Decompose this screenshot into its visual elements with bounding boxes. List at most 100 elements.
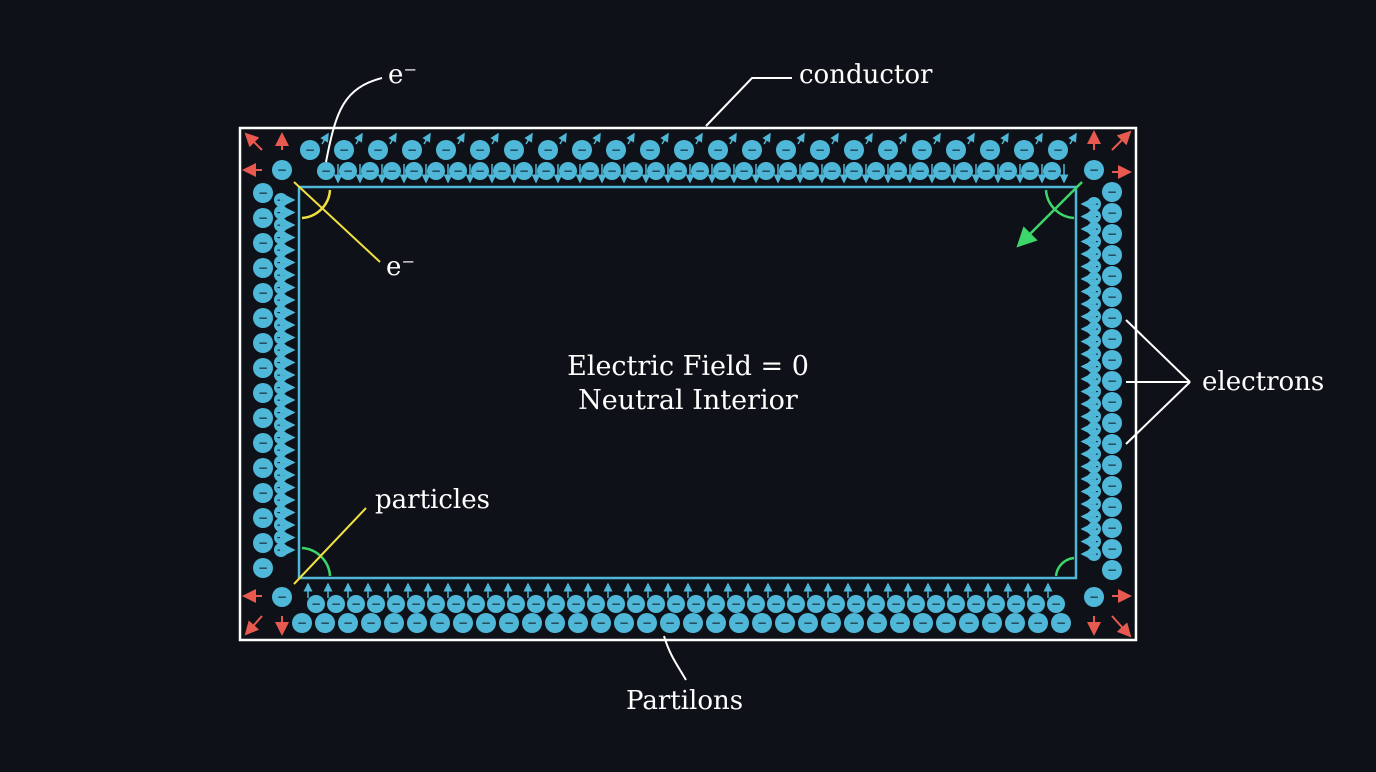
- electron-circle-icon: −: [907, 595, 925, 613]
- field-arrow-icon: [388, 132, 397, 145]
- electron-circle-icon: −: [387, 595, 405, 613]
- svg-text:−: −: [258, 236, 268, 250]
- electron-circle-icon: −: [867, 595, 885, 613]
- svg-text:−: −: [1107, 248, 1117, 262]
- svg-text:−: −: [827, 164, 837, 178]
- electron-circle-icon: −: [547, 595, 565, 613]
- electron-circle-icon: −: [407, 595, 425, 613]
- svg-text:−: −: [1089, 590, 1099, 604]
- leader-electron-top: [325, 77, 383, 163]
- electron-circle-icon: −: [637, 613, 657, 633]
- svg-text:−: −: [751, 597, 761, 611]
- electron-circle-icon: −: [1102, 224, 1122, 244]
- electron-circle-icon: −: [946, 140, 966, 160]
- svg-text:−: −: [665, 616, 675, 630]
- svg-text:−: −: [577, 143, 587, 157]
- electron-circle-icon: −: [253, 258, 273, 278]
- electron-circle-icon: −: [752, 613, 772, 633]
- svg-text:−: −: [409, 164, 419, 178]
- electron-circle-icon: −: [889, 162, 907, 180]
- svg-text:−: −: [679, 143, 689, 157]
- svg-text:−: −: [258, 386, 268, 400]
- electron-circle-icon: −: [647, 162, 665, 180]
- svg-text:−: −: [731, 597, 741, 611]
- electron-circle-icon: −: [572, 140, 592, 160]
- svg-text:−: −: [917, 143, 927, 157]
- electron-circle-icon: −: [367, 595, 385, 613]
- electron-circle-icon: −: [603, 162, 621, 180]
- label-conductor: conductor: [799, 60, 933, 90]
- electron-circle-icon: −: [527, 595, 545, 613]
- svg-text:−: −: [883, 143, 893, 157]
- svg-text:−: −: [871, 164, 881, 178]
- svg-text:−: −: [1025, 164, 1035, 178]
- electron-circle-icon: −: [1102, 245, 1122, 265]
- electron-circle-icon: −: [980, 140, 1000, 160]
- electron-circle-icon: −: [315, 613, 335, 633]
- svg-text:−: −: [1107, 290, 1117, 304]
- field-arrow-icon: [1000, 132, 1009, 145]
- interior-state: Neutral Interior: [578, 385, 798, 416]
- svg-text:−: −: [895, 616, 905, 630]
- label-partilons: Partilons: [626, 686, 744, 716]
- electron-circle-icon: −: [253, 508, 273, 528]
- electron-circle-icon: −: [427, 595, 445, 613]
- svg-text:−: −: [451, 597, 461, 611]
- svg-text:−: −: [321, 164, 331, 178]
- svg-text:−: −: [619, 616, 629, 630]
- electron-circle-icon: −: [999, 162, 1017, 180]
- svg-text:−: −: [918, 616, 928, 630]
- electron-circle-icon: −: [405, 162, 423, 180]
- electron-circle-icon: −: [253, 558, 273, 578]
- electron-circle-icon: −: [1102, 455, 1122, 475]
- svg-text:−: −: [527, 616, 537, 630]
- svg-text:−: −: [851, 597, 861, 611]
- electron-circle-icon: −: [384, 613, 404, 633]
- svg-text:−: −: [411, 597, 421, 611]
- electron-circle-icon: −: [499, 613, 519, 633]
- electron-circle-icon: −: [707, 595, 725, 613]
- electron-circle-icon: −: [1043, 162, 1061, 180]
- svg-text:−: −: [297, 616, 307, 630]
- electron-circle-icon: −: [1102, 329, 1122, 349]
- electron-circle-icon: −: [567, 595, 585, 613]
- svg-text:−: −: [431, 597, 441, 611]
- svg-text:−: −: [258, 311, 268, 325]
- svg-text:−: −: [671, 597, 681, 611]
- svg-text:−: −: [611, 597, 621, 611]
- svg-text:−: −: [331, 597, 341, 611]
- svg-text:−: −: [1051, 597, 1061, 611]
- electron-circle-icon: −: [449, 162, 467, 180]
- svg-text:−: −: [1107, 206, 1117, 220]
- svg-text:−: −: [629, 164, 639, 178]
- electron-circle-icon: −: [1027, 595, 1045, 613]
- electron-circle-icon: −: [727, 595, 745, 613]
- svg-text:−: −: [365, 164, 375, 178]
- svg-text:−: −: [258, 436, 268, 450]
- electron-circle-icon: −: [1014, 140, 1034, 160]
- electron-circle-icon: −: [890, 613, 910, 633]
- electron-circle-icon: −: [1048, 140, 1068, 160]
- electron-circle-icon: −: [253, 333, 273, 353]
- svg-text:−: −: [783, 164, 793, 178]
- svg-text:−: −: [1107, 311, 1117, 325]
- electron-circle-icon: −: [674, 140, 694, 160]
- electron-circle-icon: −: [1102, 308, 1122, 328]
- electron-circle-icon: −: [334, 140, 354, 160]
- svg-text:−: −: [831, 597, 841, 611]
- electron-circle-icon: −: [1102, 182, 1122, 202]
- svg-text:−: −: [747, 143, 757, 157]
- svg-text:−: −: [277, 590, 287, 604]
- svg-text:−: −: [1107, 395, 1117, 409]
- svg-text:−: −: [915, 164, 925, 178]
- label-electron-corner: e⁻: [386, 252, 416, 282]
- svg-text:−: −: [1010, 616, 1020, 630]
- svg-text:−: −: [339, 143, 349, 157]
- electron-circle-icon: −: [667, 595, 685, 613]
- electron-circle-icon: −: [1028, 613, 1048, 633]
- leader-electrons-3: [1125, 381, 1191, 445]
- electron-circle-icon: −: [538, 140, 558, 160]
- svg-text:−: −: [1107, 269, 1117, 283]
- svg-text:−: −: [258, 461, 268, 475]
- leader-conductor: [705, 77, 792, 127]
